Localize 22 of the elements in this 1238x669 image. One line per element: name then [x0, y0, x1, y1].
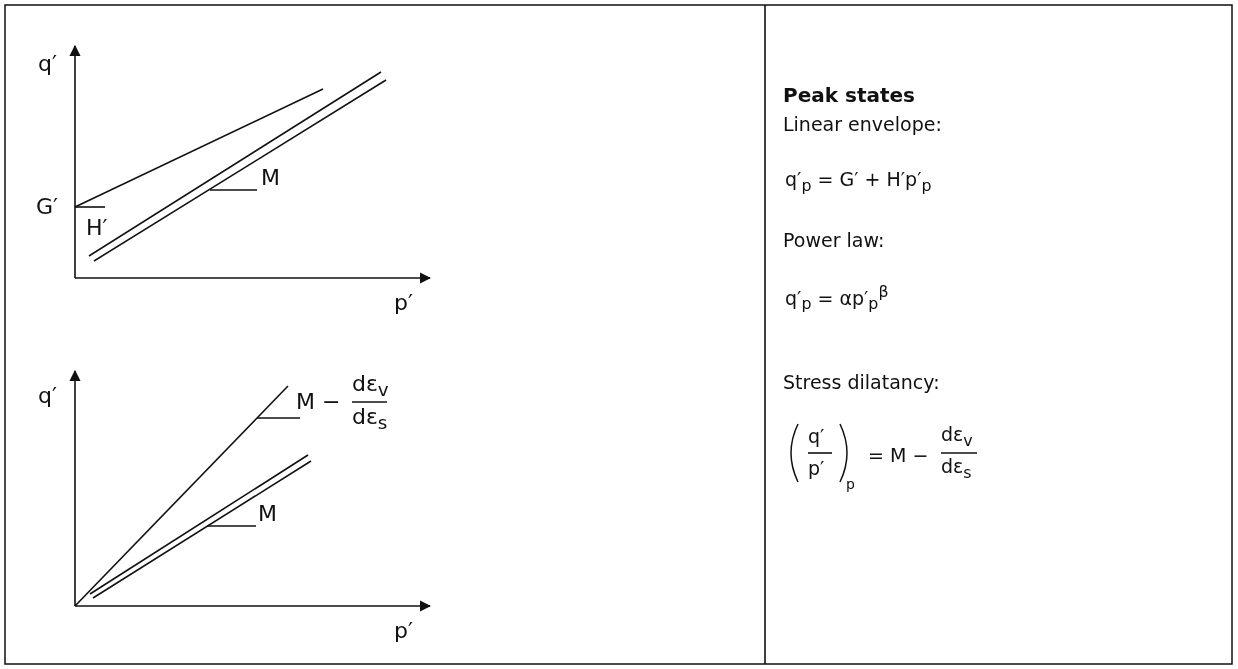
slope-label: M −: [296, 389, 341, 415]
intercept-label: G′: [36, 194, 59, 220]
axis-label: q′: [38, 383, 57, 409]
slope-label: M: [258, 501, 277, 527]
equation-caption: Power law:: [783, 229, 885, 251]
axis-label: q′: [38, 51, 57, 77]
section-heading: Peak states: [783, 84, 915, 106]
slope-label: dε$_{v}$: [352, 371, 389, 401]
axis-label: p′: [394, 290, 413, 316]
equation: q′$_{p}$ = G′ + H′p′$_{p}$: [785, 169, 932, 195]
axis-label: p′: [394, 618, 413, 644]
equation-term: dε$_{s}$: [941, 456, 972, 482]
equation-term: = M −: [868, 444, 929, 466]
equation-term: q′: [808, 425, 825, 447]
slope-label: H′: [86, 215, 108, 241]
equation-term: dε$_{v}$: [941, 424, 973, 450]
equation-term: p′: [808, 457, 825, 479]
equation-caption: Stress dilatancy:: [783, 371, 940, 393]
slope-label: M: [261, 165, 280, 191]
equation-caption: Linear envelope:: [783, 113, 942, 135]
slope-label: dε$_{s}$: [352, 404, 388, 434]
equation-term: p: [846, 477, 855, 493]
